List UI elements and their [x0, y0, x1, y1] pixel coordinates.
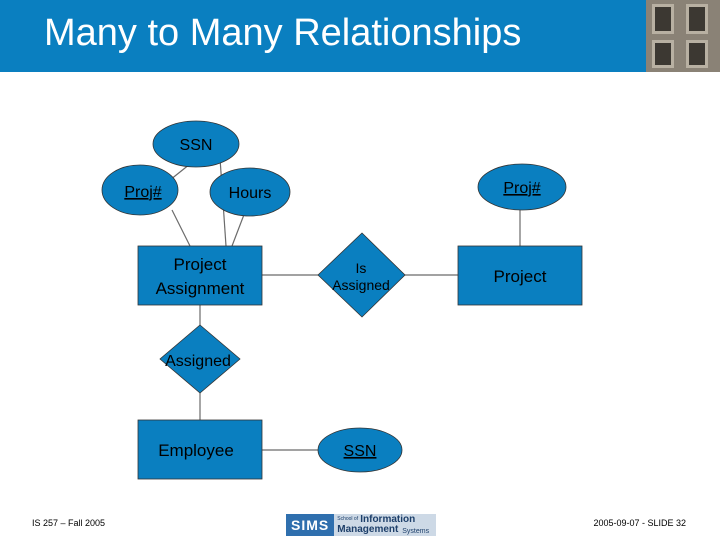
footer-slide-number: 2005-09-07 - SLIDE 32 [593, 518, 686, 528]
sims-logo: SIMS School of Information Management Sy… [286, 514, 436, 536]
rel-is-assigned [317, 232, 406, 318]
entity-project [457, 245, 583, 306]
rel-assigned [159, 324, 241, 394]
logo-management: Management [337, 524, 399, 535]
slide-title: Many to Many Relationships [44, 12, 522, 54]
entity-project-assignment [137, 245, 263, 306]
logo-sims: SIMS [286, 514, 335, 536]
label-proj-left: Proj# [124, 184, 161, 201]
attr-proj-left [101, 164, 179, 216]
label-is-assigned-1: Is [356, 260, 367, 276]
entity-employee [137, 419, 263, 480]
building-photo [646, 0, 720, 72]
slide-header: Many to Many Relationships [0, 0, 720, 72]
label-project: Project [494, 267, 547, 286]
attr-ssn-top [152, 120, 240, 168]
label-ssn-bottom: SSN [344, 443, 377, 460]
logo-school-of: School of [337, 516, 359, 522]
attr-hours [209, 167, 291, 217]
line-proj-assignment [171, 209, 191, 247]
logo-information: Information [360, 514, 416, 525]
label-assigned: Assigned [165, 353, 231, 370]
label-employee: Employee [158, 441, 234, 460]
label-ssn-top: SSN [180, 137, 213, 154]
label-proj-right: Proj# [503, 180, 540, 197]
label-hours: Hours [229, 185, 272, 202]
label-project-assignment-1: Project [174, 255, 227, 274]
label-is-assigned-2: Assigned [332, 277, 390, 293]
footer-course: IS 257 – Fall 2005 [32, 518, 106, 528]
label-project-assignment-2: Assignment [156, 279, 245, 298]
attr-proj-right [477, 163, 567, 211]
line-hours-assignment [231, 211, 246, 247]
logo-systems: Systems [402, 528, 430, 535]
attr-ssn-bottom [317, 427, 403, 473]
